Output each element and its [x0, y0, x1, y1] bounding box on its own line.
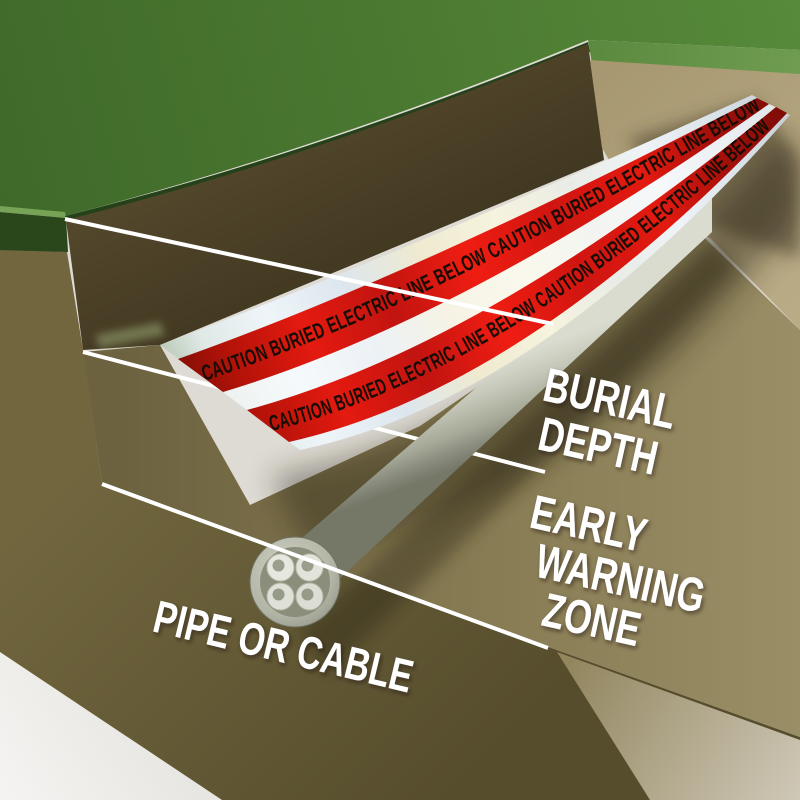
caution-tape-2: [247, 107, 787, 442]
pipe-inner-face: [260, 547, 330, 617]
duct-hole: [272, 559, 285, 572]
duct-hole: [301, 588, 314, 601]
caution-tape-1: [178, 98, 769, 392]
pipe-cross-section: [249, 536, 341, 628]
trench-back-wall: [66, 44, 604, 350]
tape-shadow-on-floor: [270, 130, 800, 555]
inner-ducts: [266, 553, 324, 611]
soil-right-face: [557, 652, 800, 800]
leader-line-ground-surface: [64, 217, 554, 326]
leader-line-pipe-depth: [101, 482, 549, 650]
grass-front-highlight: [0, 206, 66, 218]
grass-sod-front: [0, 212, 68, 252]
duct-hole: [272, 588, 285, 601]
wall-base-glow: [95, 322, 165, 348]
band-center-stripe: [223, 104, 776, 410]
grass-surface: [0, 0, 800, 216]
soil-front-face: [0, 248, 800, 800]
pipe-contact-shadow: [298, 242, 736, 672]
utility-pipe: [295, 184, 712, 620]
